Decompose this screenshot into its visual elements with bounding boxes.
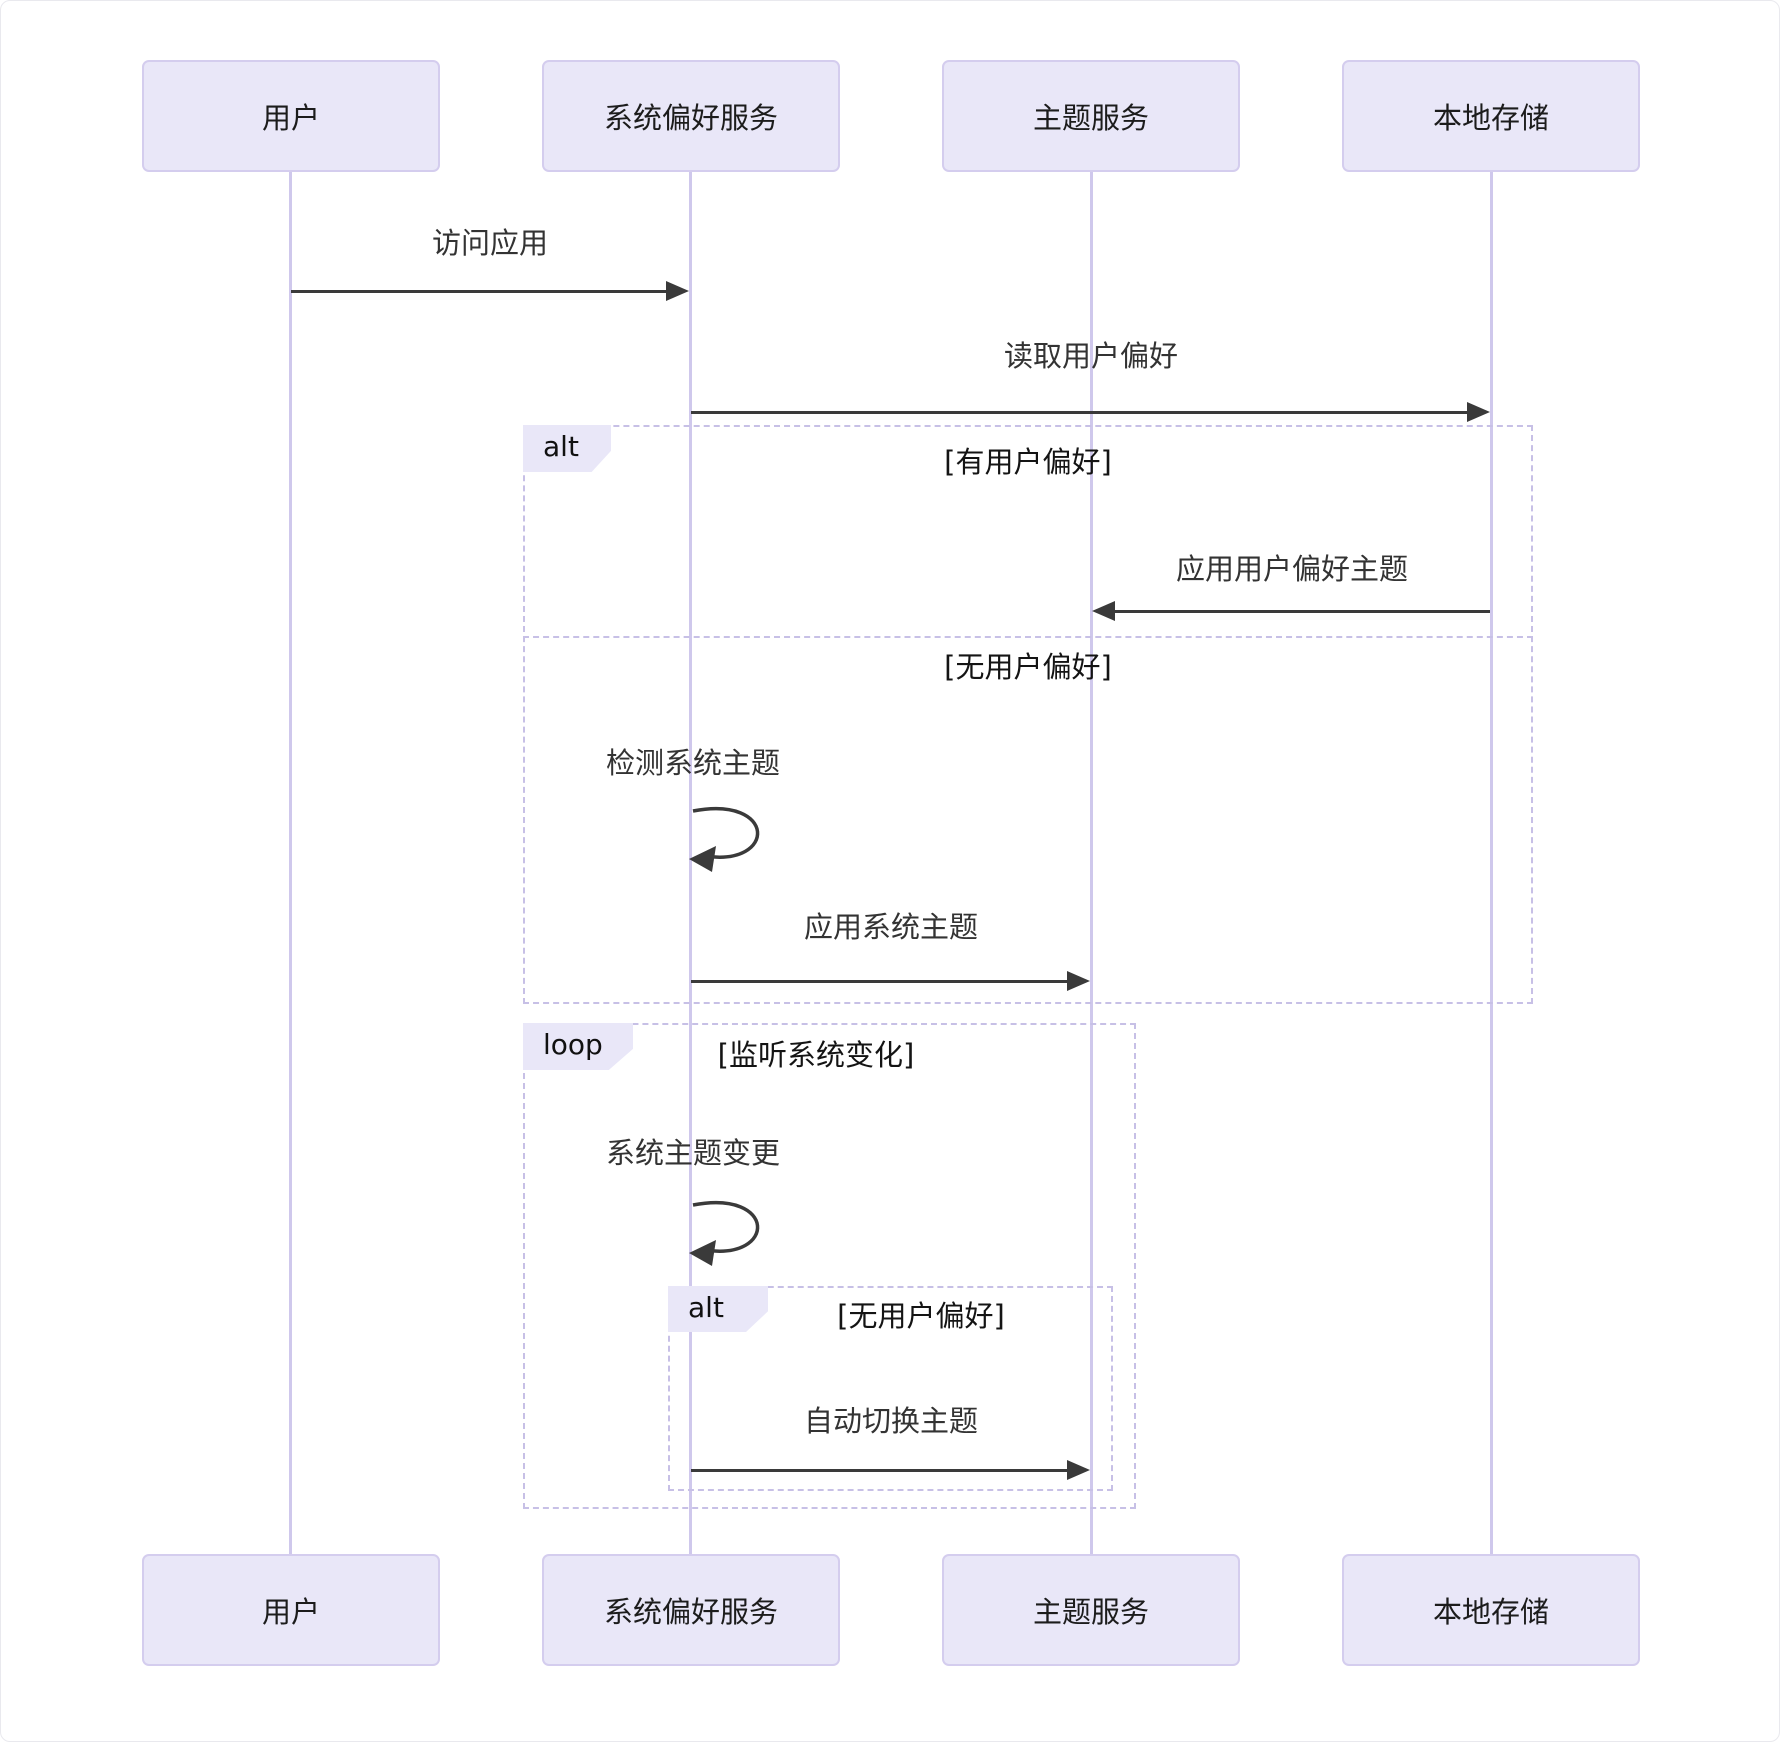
actor-bottom-local-storage: 本地存储 [1342, 1554, 1640, 1666]
actor-top-theme-service: 主题服务 [942, 60, 1240, 172]
alt-frame-inner [668, 1286, 1113, 1491]
message-arrow-5 [691, 971, 1090, 991]
loop-frame-condition: [监听系统变化] [717, 1038, 915, 1072]
arrowhead-right-icon [1067, 1460, 1090, 1480]
message-label-1: 访问应用 [431, 226, 548, 260]
message-arrow-2 [691, 402, 1490, 422]
actor-bottom-system-preference-service: 系统偏好服务 [542, 1554, 840, 1666]
actor-label: 用户 [261, 1595, 320, 1629]
alt-frame-outer-condition-2: [无用户偏好] [944, 650, 1112, 684]
message-label-2: 读取用户偏好 [1003, 339, 1178, 373]
actor-label: 系统偏好服务 [603, 1595, 778, 1629]
alt-frame-outer-divider [523, 636, 1533, 638]
message-arrow-7 [691, 1460, 1090, 1480]
alt-frame-outer [523, 425, 1533, 1004]
alt-frame-outer-tab: alt [523, 425, 611, 472]
message-label-6: 系统主题变更 [605, 1136, 780, 1170]
actor-bottom-theme-service: 主题服务 [942, 1554, 1240, 1666]
alt-frame-outer-condition-1: [有用户偏好] [944, 445, 1112, 479]
actor-label: 用户 [261, 101, 320, 135]
lifeline-local-storage [1490, 172, 1493, 1554]
lifeline-system-preference-service [689, 172, 692, 1554]
message-label-5: 应用系统主题 [803, 910, 978, 944]
self-message-arrow-1 [689, 807, 760, 872]
actor-label: 主题服务 [1032, 1595, 1149, 1629]
arrowhead-left-icon [1092, 601, 1115, 621]
actor-label: 本地存储 [1432, 1595, 1549, 1629]
actor-bottom-user: 用户 [142, 1554, 440, 1666]
actor-top-user: 用户 [142, 60, 440, 172]
self-message-arrow-2 [689, 1201, 760, 1266]
actor-top-local-storage: 本地存储 [1342, 60, 1640, 172]
message-arrow-3 [1092, 601, 1490, 621]
lifeline-theme-service [1090, 172, 1093, 1554]
arrowhead-right-icon [1467, 402, 1490, 422]
loop-frame [523, 1023, 1136, 1509]
message-arrow-1 [291, 281, 689, 301]
actor-label: 系统偏好服务 [603, 101, 778, 135]
message-label-3: 应用用户偏好主题 [1175, 552, 1408, 586]
lifeline-user [289, 172, 292, 1554]
alt-frame-outer-tab-label: alt [543, 430, 579, 463]
actor-top-system-preference-service: 系统偏好服务 [542, 60, 840, 172]
message-label-7: 自动切换主题 [803, 1404, 978, 1438]
actor-label: 本地存储 [1432, 101, 1549, 135]
message-label-4: 检测系统主题 [605, 746, 780, 780]
actor-label: 主题服务 [1032, 101, 1149, 135]
alt-frame-inner-condition: [无用户偏好] [837, 1299, 1005, 1333]
arrowhead-right-icon [1067, 971, 1090, 991]
arrowhead-right-icon [666, 281, 689, 301]
